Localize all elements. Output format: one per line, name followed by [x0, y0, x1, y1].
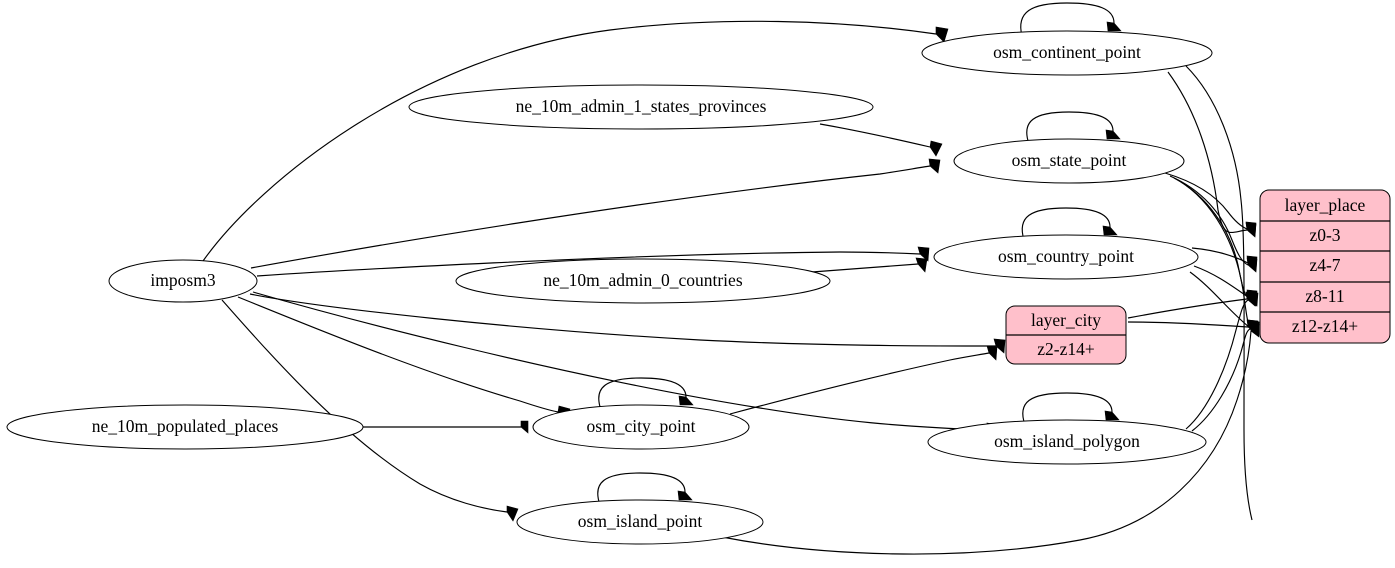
edge-imposm3-to-osm_island_point — [221, 299, 519, 522]
record-header-layer_city: layer_city — [1031, 310, 1101, 330]
node-label-ne_10m_populated_places: ne_10m_populated_places — [92, 416, 279, 436]
record-node-layer_city[interactable]: layer_city z2-z14+ — [1005, 305, 1127, 365]
edge-self-loop-osm_city_point — [598, 377, 694, 411]
edge-self-loop-osm_island_point — [597, 472, 693, 506]
node-shape-osm_island_point[interactable] — [516, 499, 764, 545]
node-label-osm_country_point: osm_country_point — [998, 246, 1134, 266]
edge-imposm3-to-osm_continent_point — [202, 20, 949, 262]
record-box-layer_place[interactable] — [1259, 189, 1391, 344]
node-osm_city_point[interactable]: osm_city_point — [532, 404, 750, 450]
edge-ne_10m_populated_places-to-osm_city_point — [363, 420, 529, 434]
edge-ne_10m_admin_1_states_provinces-to-osm_state_point — [819, 123, 943, 157]
edge-osm_island_point-to-layer_place-z12-z14 — [721, 322, 1260, 555]
node-label-osm_city_point: osm_city_point — [587, 416, 696, 436]
node-label-ne_10m_admin_1_states_provinces: ne_10m_admin_1_states_provinces — [516, 96, 767, 116]
edge-layer — [202, 2, 1260, 555]
edge-ne_10m_admin_0_countries-to-osm_country_point — [811, 257, 928, 273]
node-ne_10m_populated_places[interactable]: ne_10m_populated_places — [6, 404, 364, 450]
node-shape-osm_city_point[interactable] — [532, 404, 750, 450]
record-header-layer_place: layer_place — [1285, 195, 1366, 215]
node-shape-ne_10m_populated_places[interactable] — [6, 404, 364, 450]
record-row-layer_place-z4-7[interactable]: z4-7 — [1309, 255, 1340, 275]
node-imposm3[interactable]: imposm3 — [108, 259, 258, 303]
edge-self-loop-osm_state_point — [1026, 111, 1121, 145]
node-shape-osm_country_point[interactable] — [933, 234, 1199, 280]
node-osm_country_point[interactable]: osm_country_point — [933, 234, 1199, 280]
node-shape-osm_continent_point[interactable] — [921, 30, 1213, 76]
node-shape-osm_state_point[interactable] — [953, 138, 1185, 184]
edge-layer_city-to-layer_place-z8-11 — [1127, 291, 1257, 319]
node-ne_10m_admin_1_states_provinces[interactable]: ne_10m_admin_1_states_provinces — [408, 84, 874, 130]
node-label-osm_state_point: osm_state_point — [1012, 150, 1127, 170]
node-label-ne_10m_admin_0_countries: ne_10m_admin_0_countries — [543, 270, 742, 290]
edge-imposm3-to-layer_city — [249, 293, 1006, 354]
edge-osm_island_polygon-to-layer_place-z12-z14 — [1191, 320, 1260, 432]
node-osm_island_polygon[interactable]: osm_island_polygon — [927, 419, 1207, 465]
node-shape-imposm3[interactable] — [108, 259, 258, 303]
record-row-layer_place-z8-11[interactable]: z8-11 — [1305, 286, 1344, 306]
edge-osm_country_point-to-layer_place-z4-7 — [1191, 247, 1258, 271]
edge-osm_island_polygon-to-layer_place-z8-11 — [1185, 291, 1258, 430]
record-row-layer_city-z2-z14[interactable]: z2-z14+ — [1037, 339, 1095, 359]
edge-self-loop-osm_country_point — [1021, 207, 1118, 241]
node-shape-ne_10m_admin_0_countries[interactable] — [455, 258, 831, 304]
record-node-layer_place[interactable]: layer_place z0-3 z4-7 z8-11 z12-z14+ — [1259, 189, 1391, 344]
node-label-osm_continent_point: osm_continent_point — [993, 42, 1141, 62]
node-label-imposm3: imposm3 — [150, 270, 215, 290]
record-row-layer_place-z12-z14[interactable]: z12-z14+ — [1292, 316, 1358, 336]
node-osm_continent_point[interactable]: osm_continent_point — [921, 30, 1213, 76]
node-shape-osm_island_polygon[interactable] — [927, 419, 1207, 465]
node-shape-ne_10m_admin_1_states_provinces[interactable] — [408, 84, 874, 130]
node-ne_10m_admin_0_countries[interactable]: ne_10m_admin_0_countries — [455, 258, 831, 304]
record-layer: layer_place z0-3 z4-7 z8-11 z12-z14+ lay… — [1005, 189, 1391, 365]
edge-osm_city_point-to-layer_city — [729, 345, 998, 415]
record-row-layer_place-z0-3[interactable]: z0-3 — [1309, 225, 1340, 245]
node-label-osm_island_point: osm_island_point — [578, 511, 703, 531]
edge-osm_state_point-to-layer_place-z0-3 — [1164, 172, 1257, 237]
node-osm_island_point[interactable]: osm_island_point — [516, 499, 764, 545]
node-osm_state_point[interactable]: osm_state_point — [953, 138, 1185, 184]
node-layer: imposm3 ne_10m_admin_1_states_provinces … — [6, 30, 1213, 545]
edge-self-loop-osm_island_polygon — [1022, 392, 1120, 426]
edge-imposm3-to-osm_state_point — [250, 158, 941, 269]
node-label-osm_island_polygon: osm_island_polygon — [994, 431, 1140, 451]
edge-self-loop-osm_continent_point — [1020, 2, 1122, 37]
